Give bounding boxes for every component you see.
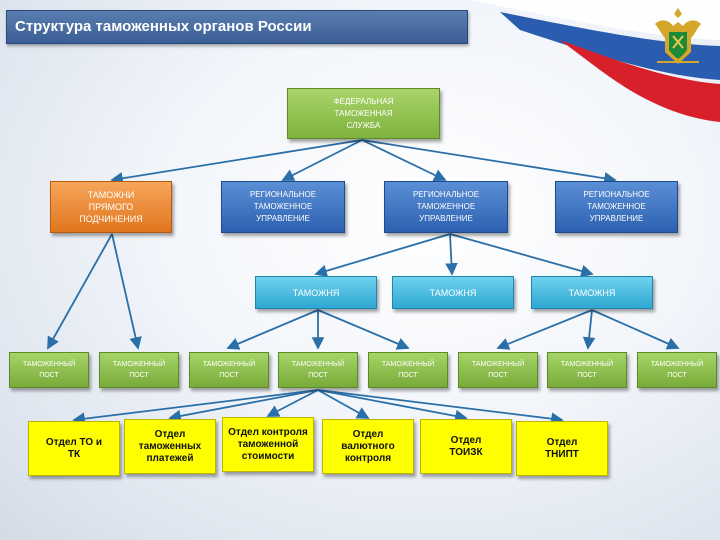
node-department: Отдел ТОИЗК <box>420 419 512 474</box>
node-label: ФЕДЕРАЛЬНАЯ ТАМОЖЕННАЯ СЛУЖБА <box>333 96 394 130</box>
node-label: Отдел контроля таможенной стоимости <box>228 426 308 462</box>
node-label: ТАМОЖНИ ПРЯМОГО ПОДЧИНЕНИЯ <box>79 190 143 224</box>
node-customs: ТАМОЖНЯ <box>392 276 514 309</box>
node-label: Отдел таможенных платежей <box>138 428 202 464</box>
node-customs-post: ТАМОЖЕННЫЙ ПОСТ <box>189 352 269 388</box>
node-label: ТАМОЖЕННЫЙ ПОСТ <box>22 361 76 379</box>
node-label: РЕГИОНАЛЬНОЕ ТАМОЖЕННОЕ УПРАВЛЕНИЕ <box>583 190 650 223</box>
node-customs: ТАМОЖНЯ <box>531 276 653 309</box>
node-regional-customs-administration: РЕГИОНАЛЬНОЕ ТАМОЖЕННОЕ УПРАВЛЕНИЕ <box>384 181 508 233</box>
node-label: ТАМОЖНЯ <box>568 287 616 298</box>
node-customs: ТАМОЖНЯ <box>255 276 377 309</box>
node-label: ТАМОЖНЯ <box>292 287 340 298</box>
node-label: ТАМОЖЕННЫЙ ПОСТ <box>381 361 435 379</box>
node-customs-post: ТАМОЖЕННЫЙ ПОСТ <box>9 352 89 388</box>
node-label: Отдел ТОИЗК <box>449 434 483 458</box>
node-customs-post: ТАМОЖЕННЫЙ ПОСТ <box>458 352 538 388</box>
node-department: Отдел ТО и ТК <box>28 421 120 476</box>
node-label: Отдел ТНИПТ <box>545 436 579 460</box>
node-customs-post: ТАМОЖЕННЫЙ ПОСТ <box>278 352 358 388</box>
node-direct-subordination-customs: ТАМОЖНИ ПРЯМОГО ПОДЧИНЕНИЯ <box>50 181 172 233</box>
node-regional-customs-administration: РЕГИОНАЛЬНОЕ ТАМОЖЕННОЕ УПРАВЛЕНИЕ <box>555 181 678 233</box>
node-label: Отдел ТО и ТК <box>45 436 103 460</box>
node-label: ТАМОЖЕННЫЙ ПОСТ <box>291 361 345 379</box>
node-label: РЕГИОНАЛЬНОЕ ТАМОЖЕННОЕ УПРАВЛЕНИЕ <box>412 190 480 223</box>
node-customs-post: ТАМОЖЕННЫЙ ПОСТ <box>547 352 627 388</box>
node-label: ТАМОЖЕННЫЙ ПОСТ <box>112 361 166 379</box>
node-label: ТАМОЖЕННЫЙ ПОСТ <box>560 361 614 379</box>
node-department: Отдел ТНИПТ <box>516 421 608 476</box>
node-label: ТАМОЖЕННЫЙ ПОСТ <box>650 361 704 379</box>
node-federal-customs-service: ФЕДЕРАЛЬНАЯ ТАМОЖЕННАЯ СЛУЖБА <box>287 88 440 139</box>
node-customs-post: ТАМОЖЕННЫЙ ПОСТ <box>637 352 717 388</box>
node-department: Отдел валютного контроля <box>322 419 414 474</box>
node-customs-post: ТАМОЖЕННЫЙ ПОСТ <box>368 352 448 388</box>
node-label: ТАМОЖЕННЫЙ ПОСТ <box>471 361 525 379</box>
node-department: Отдел контроля таможенной стоимости <box>222 417 314 472</box>
customs-emblem-icon <box>655 8 701 64</box>
node-label: ТАМОЖНЯ <box>429 287 477 298</box>
node-label: Отдел валютного контроля <box>341 428 395 464</box>
page-title: Структура таможенных органов России <box>15 18 312 35</box>
node-label: ТАМОЖЕННЫЙ ПОСТ <box>202 361 256 379</box>
node-department: Отдел таможенных платежей <box>124 419 216 474</box>
node-label: РЕГИОНАЛЬНОЕ ТАМОЖЕННОЕ УПРАВЛЕНИЕ <box>249 190 317 223</box>
title-bar: Структура таможенных органов России <box>6 10 468 44</box>
node-customs-post: ТАМОЖЕННЫЙ ПОСТ <box>99 352 179 388</box>
node-regional-customs-administration: РЕГИОНАЛЬНОЕ ТАМОЖЕННОЕ УПРАВЛЕНИЕ <box>221 181 345 233</box>
